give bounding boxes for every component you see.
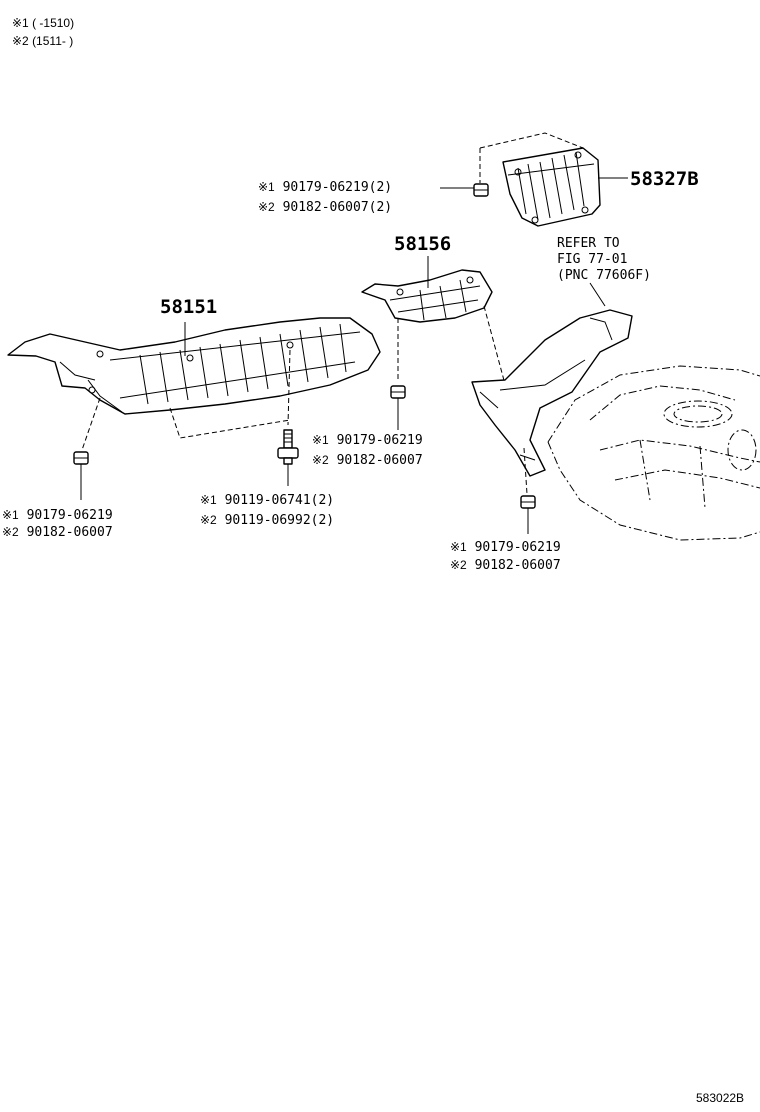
svg-text:※2 90182-06007(2): ※2 90182-06007(2)	[258, 200, 392, 215]
part-number-58151: 58151	[160, 296, 217, 318]
top-nut-pn-1: 90179-06219	[283, 180, 369, 195]
illustration-code: 583022B	[696, 1091, 744, 1105]
stud-bolt-pn-1: 90119-06741	[225, 493, 311, 508]
mark-2-left: ※2	[2, 525, 19, 539]
mark-1-center: ※1	[312, 433, 329, 447]
dash-guide-58151-bottom	[169, 407, 291, 439]
mark-1-top: ※1	[258, 180, 275, 194]
filler-pipe-reference	[471, 309, 633, 477]
stud-bolt-pn-2: 90119-06992	[225, 513, 311, 528]
center-nut-pn-2: 90182-06007	[337, 453, 423, 468]
mark-2-stud: ※2	[200, 513, 217, 527]
svg-text:※2 90182-06007: ※2 90182-06007	[312, 453, 423, 468]
nut-icon-right[interactable]	[520, 495, 536, 509]
refer-line-3: (PNC 77606F)	[557, 268, 651, 283]
nut-icon-center[interactable]	[390, 385, 406, 399]
stud-bolt-icon[interactable]	[277, 429, 299, 465]
part-number-58156: 58156	[394, 233, 451, 255]
dash-guide-58151-left	[81, 397, 101, 451]
top-nut-pn-2: 90182-06007	[283, 200, 369, 215]
dash-guide-58151-stud	[287, 349, 291, 426]
svg-text:※2 90119-06992(2): ※2 90119-06992(2)	[200, 513, 334, 528]
nut-icon-left[interactable]	[73, 451, 89, 465]
mark-1-left: ※1	[2, 508, 19, 522]
heat-insulator-58156[interactable]	[361, 269, 493, 323]
stud-bolt-qty-2: (2)	[311, 513, 334, 528]
stud-bolt-qty-1: (2)	[311, 493, 334, 508]
top-nut-qty-1: (2)	[369, 180, 392, 195]
part-number-58327b: 58327B	[630, 168, 699, 190]
legend-line-2: ※2 (1511- )	[12, 34, 73, 48]
svg-text:※1 90179-06219: ※1 90179-06219	[450, 540, 561, 555]
top-nut-qty-2: (2)	[369, 200, 392, 215]
dash-guide-58327b-top	[479, 132, 584, 149]
heat-insulator-58151[interactable]	[7, 317, 381, 415]
heat-insulator-58327b[interactable]	[502, 147, 601, 227]
mark-2-center: ※2	[312, 453, 329, 467]
svg-text:※1 90179-06219: ※1 90179-06219	[2, 508, 113, 523]
mark-1-stud: ※1	[200, 493, 217, 507]
mark-2-top: ※2	[258, 200, 275, 214]
leader-refer	[589, 282, 606, 307]
svg-text:※2 90182-06007: ※2 90182-06007	[450, 558, 561, 573]
right-nut-pn-1: 90179-06219	[475, 540, 561, 555]
svg-text:※1 90119-06741(2): ※1 90119-06741(2)	[200, 493, 334, 508]
legend-line-1: ※1 ( -1510)	[12, 16, 74, 30]
svg-text:※2 90182-06007: ※2 90182-06007	[2, 525, 113, 540]
right-nut-pn-2: 90182-06007	[475, 558, 561, 573]
refer-line-2: FIG 77-01	[557, 252, 627, 267]
mark-1-right: ※1	[450, 540, 467, 554]
nut-icon-top[interactable]	[473, 183, 489, 197]
fuel-tank-reference	[547, 365, 760, 541]
refer-line-1: REFER TO	[557, 236, 620, 251]
mark-2-right: ※2	[450, 558, 467, 572]
left-nut-pn-1: 90179-06219	[27, 508, 113, 523]
svg-text:※1 90179-06219: ※1 90179-06219	[312, 433, 423, 448]
left-nut-pn-2: 90182-06007	[27, 525, 113, 540]
center-nut-pn-1: 90179-06219	[337, 433, 423, 448]
svg-text:※1 90179-06219(2): ※1 90179-06219(2)	[258, 180, 392, 195]
